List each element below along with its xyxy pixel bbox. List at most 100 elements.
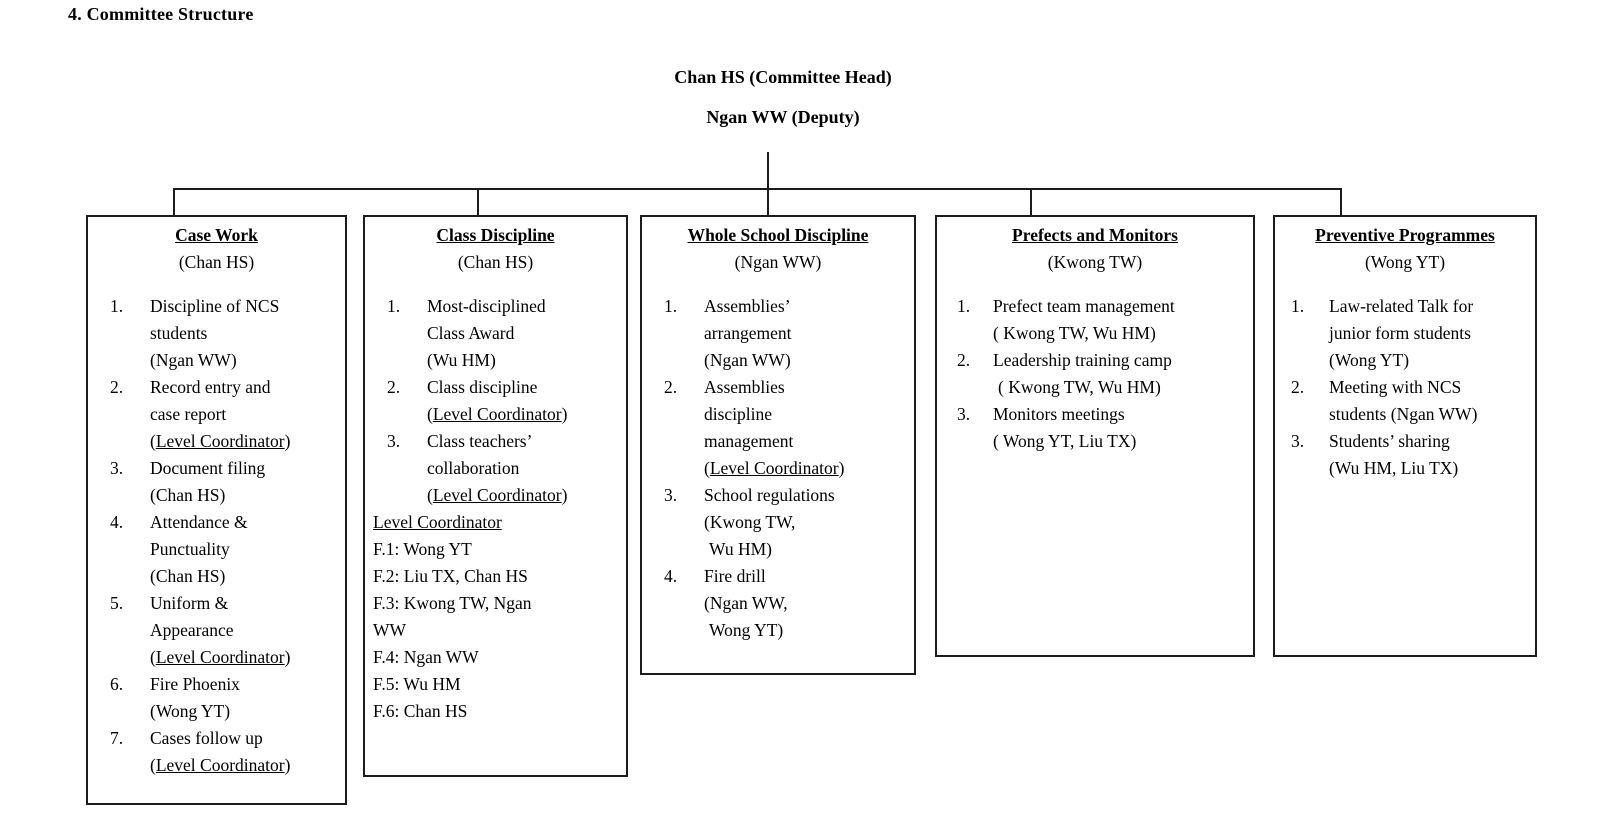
- coordinator-line: F.1: Wong YT: [373, 539, 472, 559]
- item-text: Attendance & Punctuality (Chan HS): [150, 512, 248, 586]
- item-number: 3.: [957, 404, 971, 424]
- item-text: Fire drill (Ngan WW, Wong YT): [704, 566, 788, 640]
- task-list: 1. Assemblies’ arrangement (Ngan WW) 2. …: [650, 293, 906, 644]
- list-item: 2. Meeting with NCS students (Ngan WW): [1283, 374, 1527, 428]
- list-item: 6. Fire Phoenix (Wong YT): [96, 671, 337, 725]
- connector-drop-class-discipline: [477, 190, 479, 216]
- committee-deputy-name: Ngan WW (Deputy): [706, 107, 860, 127]
- committee-box-preventive-programmes: Preventive Programmes (Wong YT) 1. Law-r…: [1273, 215, 1537, 657]
- item-number: 1.: [957, 296, 971, 316]
- item-number: 4.: [110, 512, 124, 532]
- item-text: Students’ sharing (Wu HM, Liu TX): [1329, 431, 1459, 478]
- task-list: 1. Discipline of NCS students (Ngan WW) …: [96, 293, 337, 779]
- item-number: 3.: [664, 485, 678, 505]
- item-text: Class discipline (Level Coordinator): [427, 374, 618, 428]
- committee-box-case-work: Case Work (Chan HS) 1. Discipline of NCS…: [86, 215, 347, 805]
- item-text: Document filing (Chan HS): [150, 458, 266, 505]
- box-subhead: (Ngan WW): [734, 252, 822, 272]
- coordinator-line: WW: [373, 620, 407, 640]
- task-list: 1. Most-disciplined Class Award (Wu HM) …: [373, 293, 618, 509]
- item-text: Record entry and case report (Level Coor…: [150, 374, 337, 455]
- item-line: (Level Coordinator): [704, 458, 845, 478]
- item-number: 2.: [110, 377, 124, 397]
- item-number: 4.: [664, 566, 678, 586]
- coordinator-line: F.4: Ngan WW: [373, 647, 479, 667]
- list-item: 3. Students’ sharing (Wu HM, Liu TX): [1283, 428, 1527, 482]
- item-text: Cases follow up (Level Coordinator): [150, 725, 337, 779]
- item-number: 2.: [957, 350, 971, 370]
- item-number: 1.: [664, 296, 678, 316]
- item-number: 2.: [664, 377, 678, 397]
- list-item: 2. Class discipline (Level Coordinator): [373, 374, 618, 428]
- coordinator-line: F.2: Liu TX, Chan HS: [373, 566, 528, 586]
- list-item: 2. Record entry and case report (Level C…: [96, 374, 337, 455]
- item-text: Law-related Talk for junior form student…: [1329, 296, 1474, 370]
- list-item: 3. Monitors meetings ( Wong YT, Liu TX): [945, 401, 1245, 455]
- item-text: School regulations (Kwong TW, Wu HM): [704, 485, 835, 559]
- item-text: Fire Phoenix (Wong YT): [150, 674, 240, 721]
- level-coordinator-list: Level Coordinator F.1: Wong YT F.2: Liu …: [373, 509, 618, 725]
- committee-box-class-discipline: Class Discipline (Chan HS) 1. Most-disci…: [363, 215, 628, 777]
- task-list: 1. Prefect team management ( Kwong TW, W…: [945, 293, 1245, 455]
- item-number: 7.: [110, 728, 124, 748]
- item-line: (Level Coordinator): [150, 647, 291, 667]
- box-subhead: (Chan HS): [457, 252, 534, 272]
- item-number: 1.: [387, 296, 401, 316]
- list-item: 1. Law-related Talk for junior form stud…: [1283, 293, 1527, 374]
- item-text: Monitors meetings ( Wong YT, Liu TX): [993, 404, 1137, 451]
- item-number: 1.: [1291, 296, 1305, 316]
- item-text: Uniform & Appearance (Level Coordinator): [150, 590, 337, 671]
- org-root-node: Chan HS (Committee Head) Ngan WW (Deputy…: [583, 64, 983, 131]
- item-text: Discipline of NCS students (Ngan WW): [150, 296, 280, 370]
- item-number: 2.: [387, 377, 401, 397]
- item-number: 3.: [110, 458, 124, 478]
- box-subhead: (Chan HS): [178, 252, 255, 272]
- list-item: 3. School regulations (Kwong TW, Wu HM): [650, 482, 906, 563]
- item-number: 1.: [110, 296, 124, 316]
- list-item: 2. Assemblies discipline management (Lev…: [650, 374, 906, 482]
- list-item: 7. Cases follow up (Level Coordinator): [96, 725, 337, 779]
- list-item: 3. Class teachers’ collaboration (Level …: [373, 428, 618, 509]
- box-title: Preventive Programmes: [1315, 225, 1495, 245]
- list-item: 2. Leadership training camp ( Kwong TW, …: [945, 347, 1245, 401]
- box-title: Class Discipline: [436, 225, 555, 245]
- connector-drop-case-work: [173, 190, 175, 216]
- box-subhead: (Kwong TW): [1047, 252, 1143, 272]
- item-line: (Level Coordinator): [150, 431, 291, 451]
- item-text: Class teachers’ collaboration (Level Coo…: [427, 428, 618, 509]
- item-line: (Level Coordinator): [427, 485, 568, 505]
- list-item: 1. Prefect team management ( Kwong TW, W…: [945, 293, 1245, 347]
- item-number: 3.: [1291, 431, 1305, 451]
- coordinator-line: F.5: Wu HM: [373, 674, 461, 694]
- coordinator-line: F.3: Kwong TW, Ngan: [373, 593, 532, 613]
- item-number: 5.: [110, 593, 124, 613]
- list-item: 4. Fire drill (Ngan WW, Wong YT): [650, 563, 906, 644]
- item-line: (Level Coordinator): [150, 755, 291, 775]
- item-text: Assemblies discipline management (Level …: [704, 374, 906, 482]
- task-list: 1. Law-related Talk for junior form stud…: [1283, 293, 1527, 482]
- connector-stem: [767, 152, 769, 216]
- list-item: 1. Assemblies’ arrangement (Ngan WW): [650, 293, 906, 374]
- item-text: Meeting with NCS students (Ngan WW): [1329, 377, 1478, 424]
- committee-head-name: Chan HS (Committee Head): [674, 67, 892, 87]
- connector-horizontal: [173, 188, 1342, 190]
- item-line: (Level Coordinator): [427, 404, 568, 424]
- item-number: 2.: [1291, 377, 1305, 397]
- list-item: 4. Attendance & Punctuality (Chan HS): [96, 509, 337, 590]
- item-text: Prefect team management ( Kwong TW, Wu H…: [993, 296, 1175, 343]
- connector-drop-prefects: [1030, 190, 1032, 216]
- box-subhead: (Wong YT): [1364, 252, 1446, 272]
- box-title: Whole School Discipline: [687, 225, 869, 245]
- item-number: 3.: [387, 431, 401, 451]
- list-item: 5. Uniform & Appearance (Level Coordinat…: [96, 590, 337, 671]
- committee-box-prefects-and-monitors: Prefects and Monitors (Kwong TW) 1. Pref…: [935, 215, 1255, 657]
- box-title: Prefects and Monitors: [1012, 225, 1178, 245]
- item-text: Most-disciplined Class Award (Wu HM): [427, 296, 546, 370]
- page-title: 4. Committee Structure: [68, 4, 254, 24]
- box-title: Case Work: [175, 225, 258, 245]
- list-item: 3. Document filing (Chan HS): [96, 455, 337, 509]
- level-coordinator-heading: Level Coordinator: [373, 512, 502, 532]
- item-text: Assemblies’ arrangement (Ngan WW): [704, 296, 792, 370]
- connector-drop-preventive: [1340, 190, 1342, 216]
- item-text: Leadership training camp ( Kwong TW, Wu …: [993, 350, 1172, 397]
